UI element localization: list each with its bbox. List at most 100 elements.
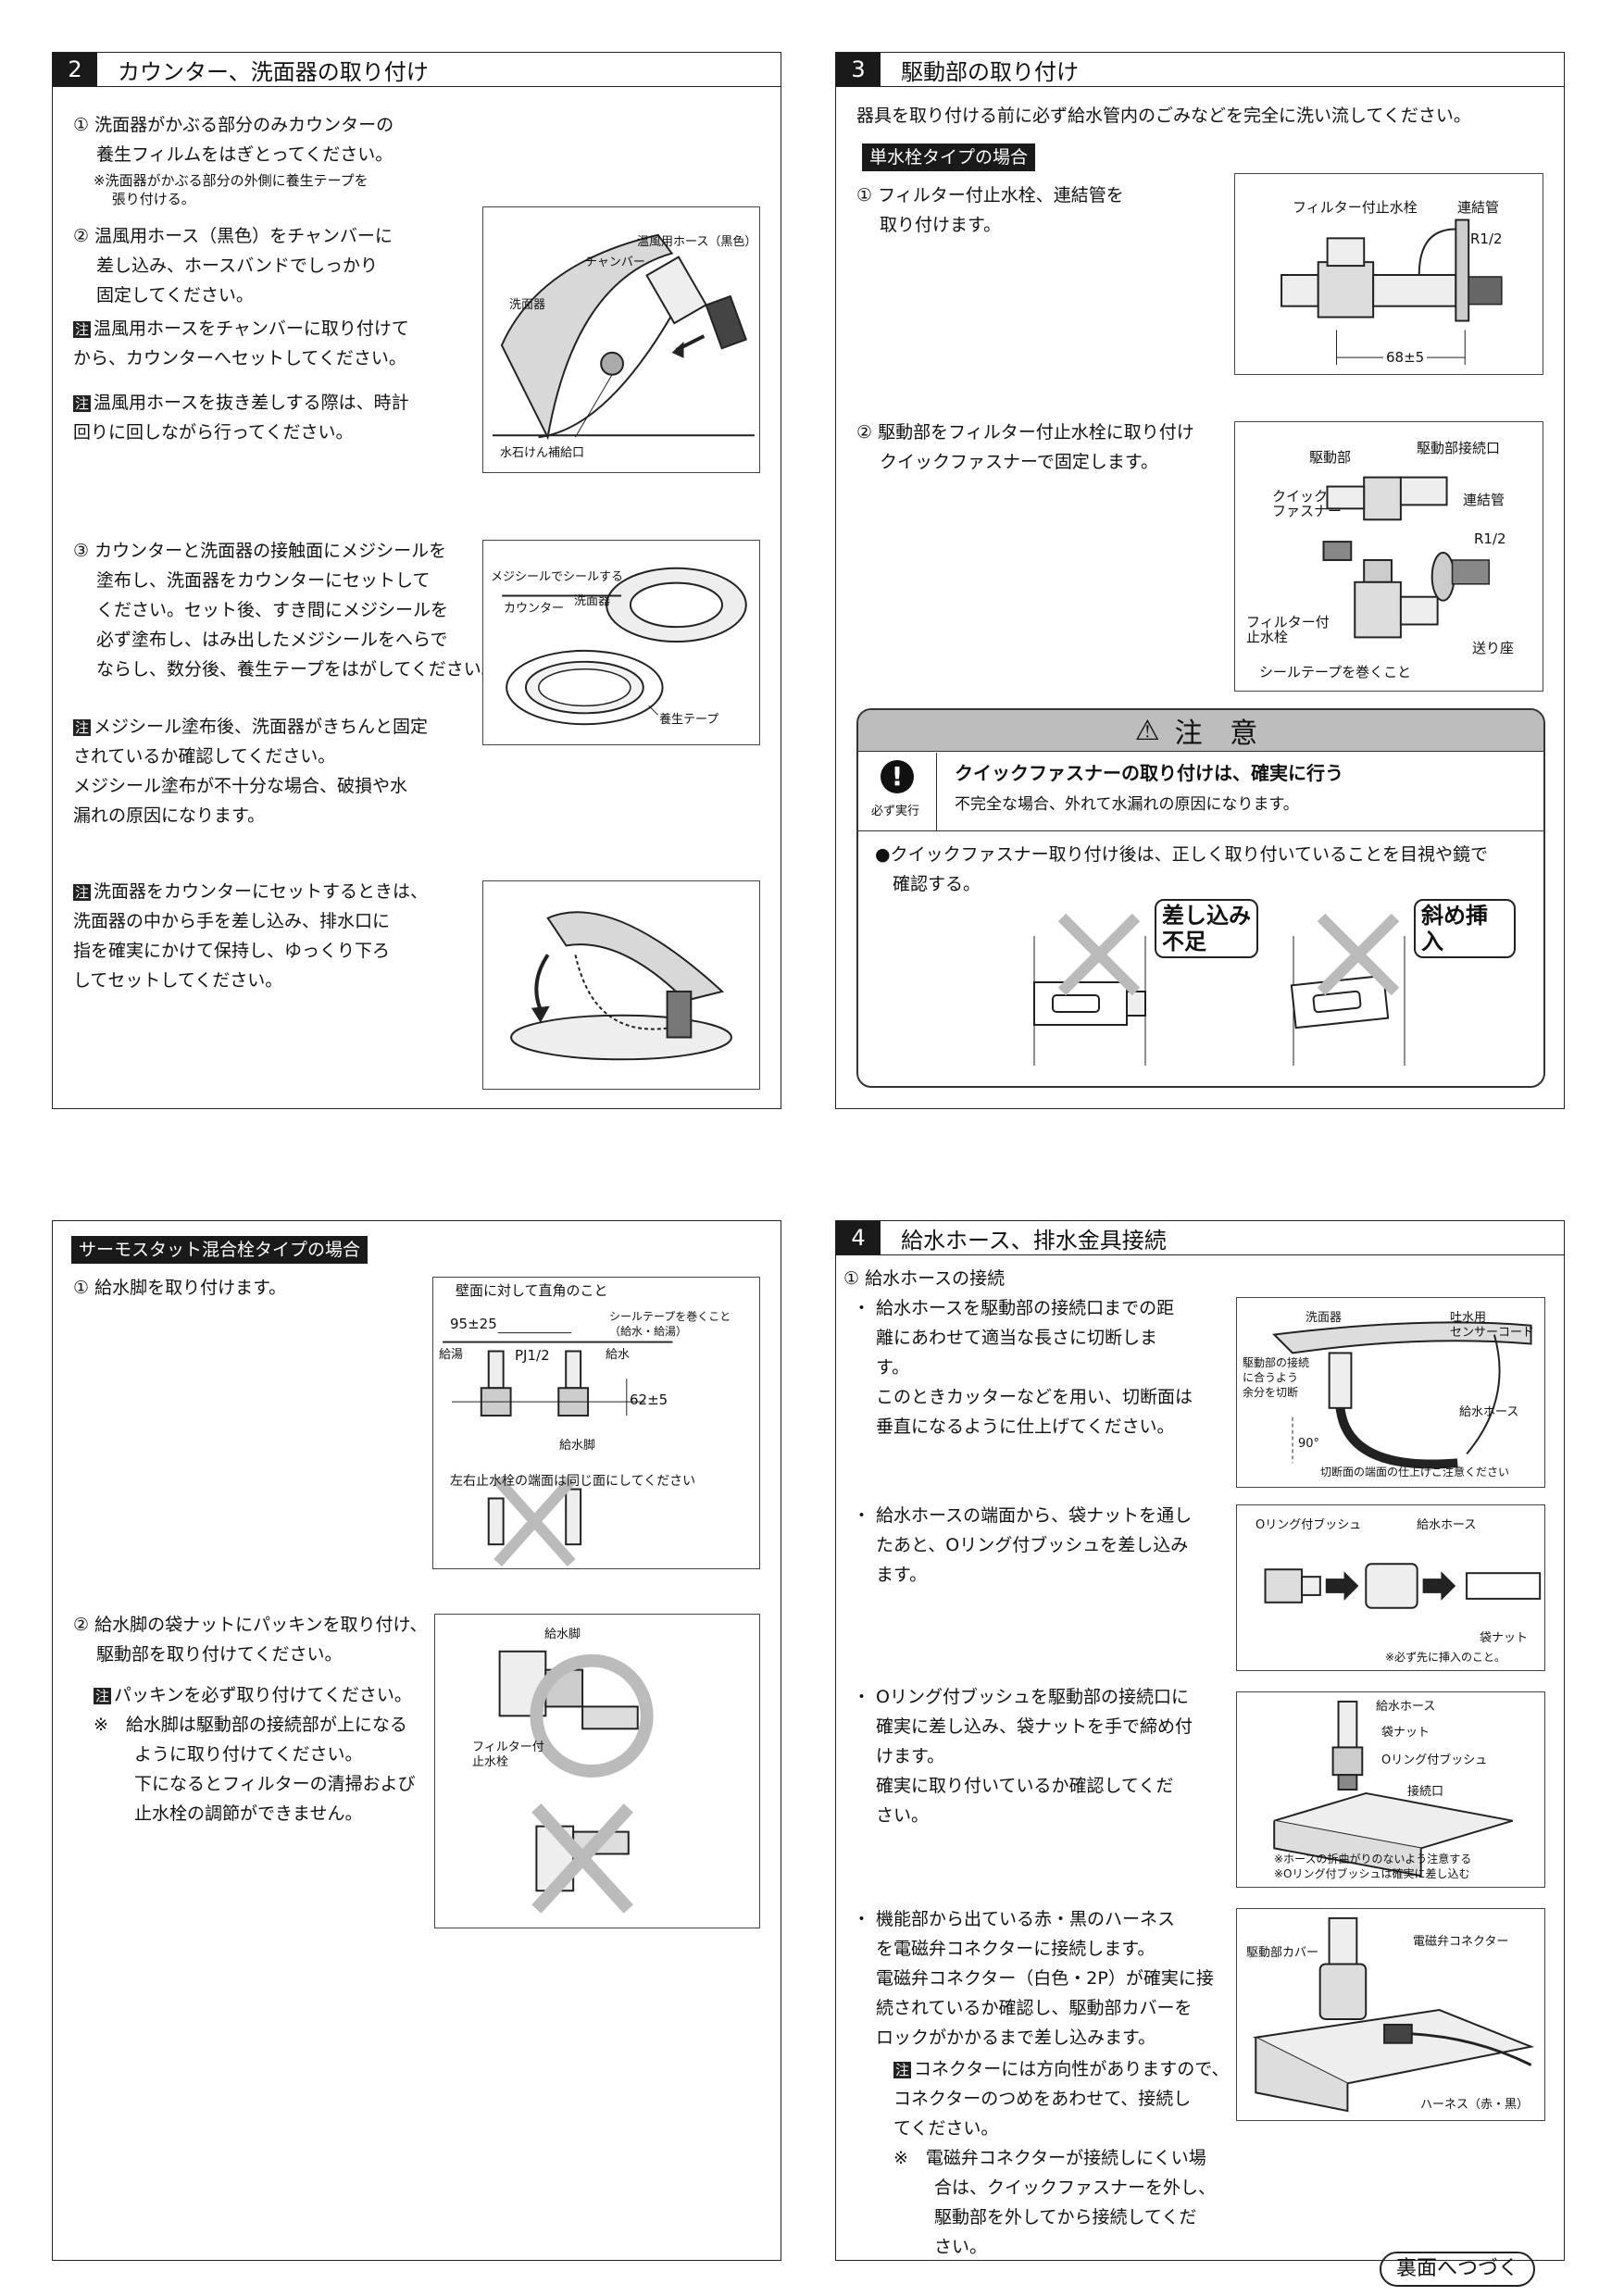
label-basin: 洗面器: [574, 594, 611, 608]
exclamation-icon: !: [881, 760, 914, 793]
label-valve: フィルター付止水栓: [1293, 199, 1418, 216]
label-port: 駆動部接続口: [1417, 440, 1501, 456]
note-mark: 注: [73, 719, 92, 736]
type-tag: サーモスタット混合栓タイプの場合: [71, 1236, 369, 1264]
label-valve: フィルター付 止水栓: [472, 1741, 544, 1769]
label-dim: 68±5: [1383, 350, 1428, 365]
drive-unit-figure: 駆動部 駆動部接続口 クイック ファスナー 連結管 R1/2 フィルター付 止水…: [1234, 421, 1543, 692]
label-pipe: 連結管: [1463, 492, 1505, 508]
section-2-panel: 2 カウンター、洗面器の取り付け ① 洗面器がかぶる部分のみカウンターの 養生フ…: [52, 52, 781, 1109]
caution-sub: 不完全な場合、外れて水漏れの原因になります。: [955, 795, 1299, 814]
note-mark: 注: [893, 2062, 912, 2078]
note-3: 注メジシール塗布後、洗面器がきちんと固定 されているか確認してください。 メジシ…: [73, 717, 429, 826]
hose-cut-figure: 洗面器 吐水用 センサーコード 駆動部の接続 に合うよう 余分を切断 給水ホース…: [1236, 1297, 1545, 1488]
intro-text: 器具を取り付ける前に必ず給水管内のごみなどを完全に洗い流してください。: [856, 106, 1471, 126]
para-2: ・ 給水ホースの端面から、袋ナットを通し たあと、Oリング付ブッシュを差し込み …: [853, 1505, 1193, 1585]
thermostat-panel: サーモスタット混合栓タイプの場合 ① 給水脚を取り付けます。 壁面に対して直角の…: [52, 1220, 781, 2261]
section-3-panel: 3 駆動部の取り付け 器具を取り付ける前に必ず給水管内のごみなどを完全に洗い流し…: [835, 52, 1565, 1109]
label-cold: 給水: [606, 1348, 631, 1362]
label-chamber: チャンバー: [585, 256, 645, 269]
label-drive: 駆動部: [1309, 449, 1352, 466]
caution-bullet: ●クイックファスナー取り付け後は、正しく取り付いていることを目視や鏡で 確認する…: [875, 844, 1489, 894]
section-number: 4: [836, 1221, 881, 1254]
note-mark: 注: [73, 395, 92, 412]
label-bush: Oリング付ブッシュ: [1381, 1753, 1488, 1767]
para-3: ・ Oリング付ブッシュを駆動部の接続口に 確実に差し込み、袋ナットを手で締め付 …: [853, 1687, 1193, 1826]
caution-main: クイックファスナーの取り付けは、確実に行う: [955, 762, 1343, 784]
label-counter: カウンター: [504, 602, 565, 616]
label-pipe: 連結管: [1457, 199, 1500, 216]
mandatory-label: 必ず実行: [871, 805, 920, 818]
label-note: ※ホースの折曲がりのないよう注意する ※Oリング付ブッシュは確実に差し込む: [1274, 1853, 1472, 1880]
icon-cell: ! 必ず実行: [858, 753, 937, 830]
label-port: 接続口: [1407, 1785, 1444, 1799]
label-valve: フィルター付 止水栓: [1246, 614, 1330, 645]
seal-figure: メジシールでシールする カウンター 洗面器 養生テープ: [482, 540, 760, 745]
port-connect-figure: 給水ホース 袋ナット Oリング付ブッシュ 接続口 ※ホースの折曲がりのないよう注…: [1236, 1691, 1545, 1888]
bush-insert-figure: Oリング付ブッシュ 給水ホース 袋ナット ※必ず先に挿入のこと。: [1236, 1504, 1545, 1671]
section-number: 2: [53, 53, 97, 86]
label-seal: メジシールでシールする: [491, 570, 624, 584]
label-thread: R1/2: [1470, 231, 1503, 247]
section-header: 2 カウンター、洗面器の取り付け: [53, 53, 781, 87]
label-connector: 電磁弁コネクター: [1413, 1935, 1509, 1949]
caution-row: ! 必ず実行 クイックファスナーの取り付けは、確実に行う 不完全な場合、外れて水…: [858, 753, 1543, 831]
step-1-text: ① 洗面器がかぶる部分のみカウンターの 養生フィルムをはぎとってください。: [73, 115, 394, 165]
label-same-face-note: 左右止水栓の端面は同じ面にしてください: [450, 1474, 696, 1489]
caution-header: ⚠ 注 意: [858, 710, 1543, 752]
label-dim2: 62±5: [630, 1391, 668, 1408]
step-2-text: ② 温風用ホース（黒色）をチャンバーに 差し込み、ホースバンドでしっかり 固定し…: [73, 226, 393, 306]
label-harness: ハーネス（赤・黒）: [1420, 2098, 1530, 2112]
label-cut: 駆動部の接続 に合うよう 余分を切断: [1243, 1356, 1310, 1399]
bad-insert-angled: 斜め挿入: [1414, 899, 1516, 958]
note-mark: 注: [73, 884, 92, 901]
label-finish: 切断面の端面の仕上げご注意ください: [1320, 1466, 1510, 1479]
label-thread: R1/2: [1474, 530, 1506, 547]
label-wall: 壁面に対して直角のこと: [456, 1282, 608, 1299]
label-leg: 給水脚: [559, 1439, 596, 1453]
label-basin: 洗面器: [509, 298, 546, 312]
label-hot: 給湯: [439, 1348, 464, 1362]
label-hose: 給水ホース: [1376, 1700, 1436, 1714]
warning-icon: ⚠: [1134, 714, 1169, 747]
label-cover: 駆動部カバー: [1246, 1946, 1319, 1960]
label-nut: 袋ナット: [1381, 1726, 1430, 1740]
step-1-note: ※洗面器がかぶる部分の外側に養生テープを 張り付ける。: [94, 172, 369, 207]
connector-figure: 駆動部カバー 電磁弁コネクター ハーネス（赤・黒）: [1236, 1908, 1545, 2121]
valve-pipe-figure: フィルター付止水栓 連結管 R1/2 68±5: [1234, 173, 1543, 375]
step-1-text: ① フィルター付止水栓、連結管を 取り付けます。: [856, 185, 1124, 235]
leg-orientation-figure: 給水脚 フィルター付 止水栓: [434, 1614, 760, 1928]
type-tag: 単水栓タイプの場合: [862, 144, 1036, 171]
label-tape: シールテープを巻くこと: [1259, 664, 1412, 680]
label-dim1: 95±25: [450, 1316, 497, 1332]
note-mark: 注: [94, 1688, 112, 1704]
label-bush: Oリング付ブッシュ: [1255, 1518, 1362, 1532]
label-note: ※必ず先に挿入のこと。: [1385, 1651, 1506, 1664]
note-4: 注洗面器をカウンターにセットするときは、 洗面器の中から手を差し込み、排水口に …: [73, 881, 429, 991]
label-sensor: 吐水用 センサーコード: [1450, 1311, 1535, 1340]
step-2-text: ② 駆動部をフィルター付止水栓に取り付け クイックファスナーで固定します。: [856, 422, 1194, 472]
label-nut: 袋ナット: [1480, 1631, 1529, 1645]
label-hose: 温風用ホース（黒色）: [637, 235, 757, 249]
note-1: 注温風用ホースをチャンバーに取り付けて から、カウンターへセットしてください。: [73, 318, 409, 368]
bad-example-figure: 差し込み 不足 斜め挿入: [1016, 899, 1516, 1075]
section-header: 4 給水ホース、排水金具接続: [836, 1221, 1564, 1255]
caution-box: ⚠ 注 意 ! 必ず実行 クイックファスナーの取り付けは、確実に行う 不完全な場…: [856, 708, 1545, 1088]
label-hose: 給水ホース: [1417, 1518, 1477, 1532]
hose-chamber-figure: 温風用ホース（黒色） チャンバー 洗面器 水石けん補給口: [482, 206, 760, 473]
subsection-title: ① 給水ホースの接続: [843, 1268, 1006, 1289]
section-title: 給水ホース、排水金具接続: [901, 1227, 1167, 1254]
section-title: 駆動部の取り付け: [901, 58, 1079, 85]
label-angle: 90°: [1298, 1437, 1320, 1451]
caution-title: 注 意: [1174, 718, 1268, 750]
label-leg: 給水脚: [544, 1628, 581, 1641]
note-1: 注パッキンを必ず取り付けてください。: [94, 1685, 412, 1705]
note-2: 注温風用ホースを抜き差しする際は、時計 回りに回しながら行ってください。: [73, 393, 409, 443]
continue-on-back-label: 裏面へつづく: [1380, 2252, 1536, 2287]
para-4: ・ 機能部から出ている赤・黒のハーネス を電磁弁コネクターに接続します。 電磁弁…: [853, 1909, 1214, 2048]
label-tape: シールテープを巻くこと （給水・給湯）: [609, 1310, 731, 1338]
basin-install-figure: [482, 880, 760, 1090]
label-hose: 給水ホース: [1459, 1405, 1519, 1419]
note-1: 注コネクターには方向性がありますので、 コネクターのつめをあわせて、接続し てく…: [893, 2059, 1230, 2139]
note-2: ※ 電磁弁コネクターが接続しにくい場 合は、クイックファスナーを外し、 駆動部を…: [893, 2148, 1217, 2257]
